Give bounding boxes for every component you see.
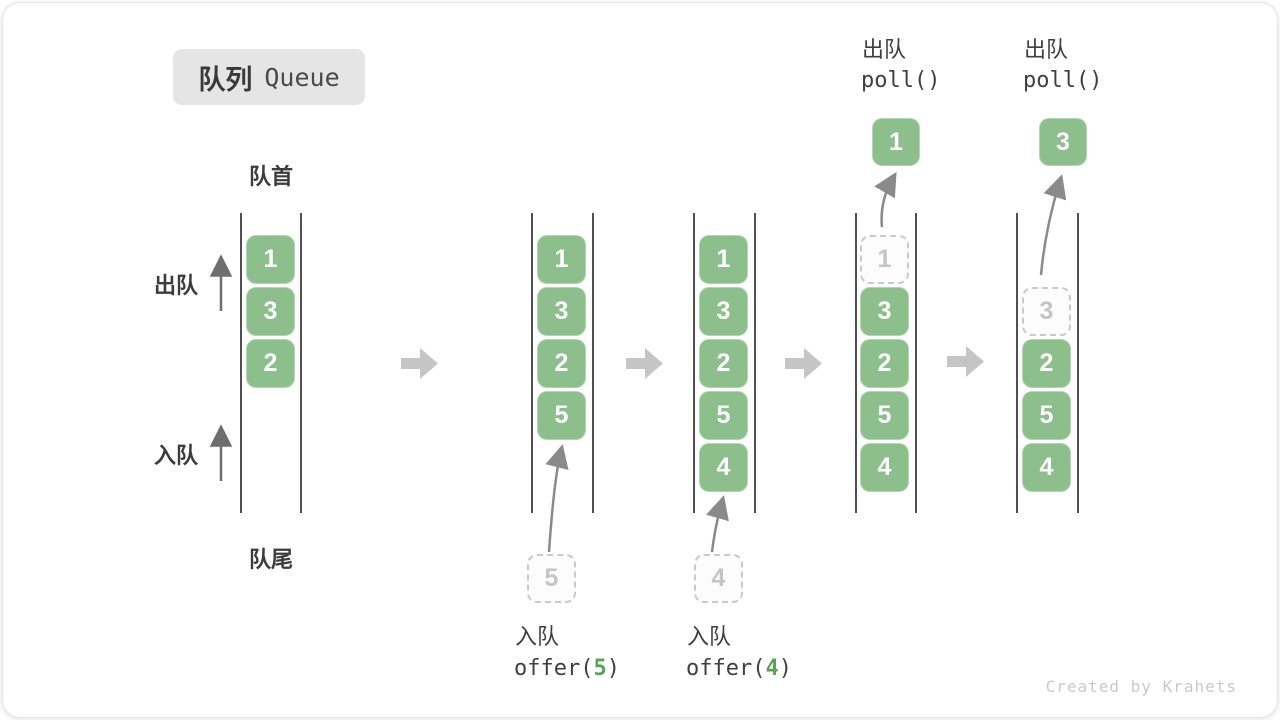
- step-arrow-icon: [626, 348, 663, 379]
- dequeue-arrow-icon: [874, 171, 897, 228]
- offer-call-arg: 4: [765, 656, 779, 681]
- queue-item: 2: [699, 339, 748, 388]
- offer-call-close: ): [606, 656, 620, 681]
- label-enqueue-op: 入队: [515, 624, 560, 649]
- enqueue-arrow-icon: [545, 444, 569, 553]
- queue-wall: [531, 213, 533, 513]
- queue-item: 1: [246, 235, 295, 284]
- queue-item-removed: 1: [860, 235, 909, 284]
- step-arrow-icon: [947, 346, 984, 377]
- label-dequeue-op: 出队: [1024, 37, 1069, 62]
- label-queue-front: 队首: [248, 164, 293, 189]
- label-poll-call: poll(): [861, 68, 941, 93]
- label-dequeue-side: 出队: [154, 273, 199, 298]
- queue-wall: [754, 213, 756, 513]
- queue-item: 5: [699, 391, 748, 440]
- step-arrow-icon: [401, 348, 438, 379]
- queue-item: 3: [699, 287, 748, 336]
- offer-call-open: offer(: [686, 656, 766, 681]
- queue-item: 2: [860, 339, 909, 388]
- queue-item: 5: [537, 391, 586, 440]
- title-en: Queue: [264, 62, 340, 92]
- queue-item: 4: [1022, 443, 1071, 492]
- queue-item: 5: [1022, 391, 1071, 440]
- queue-item: 4: [860, 443, 909, 492]
- queue-item-pending: 4: [694, 554, 743, 603]
- queue-wall: [1077, 213, 1079, 513]
- queue-wall: [693, 213, 695, 513]
- queue-wall: [915, 213, 917, 513]
- label-offer-call: offer(5): [514, 656, 620, 681]
- queue-item: 3: [246, 287, 295, 336]
- label-enqueue-op: 入队: [687, 624, 732, 649]
- title-badge: 队列 Queue: [173, 49, 365, 105]
- queue-item: 4: [699, 443, 748, 492]
- queue-item: 5: [860, 391, 909, 440]
- queue-wall: [1016, 213, 1018, 513]
- queue-item: 2: [537, 339, 586, 388]
- queue-item-removed: 3: [1022, 287, 1071, 336]
- enqueue-arrow-icon: [706, 495, 729, 553]
- offer-call-arg: 5: [593, 656, 607, 681]
- queue-wall: [592, 213, 594, 513]
- label-dequeue-op: 出队: [862, 37, 907, 62]
- queue-item: 2: [1022, 339, 1071, 388]
- label-queue-rear: 队尾: [248, 547, 293, 572]
- queue-item: 3: [537, 287, 586, 336]
- dequeue-arrow-icon: [1039, 174, 1067, 276]
- queue-item: 1: [699, 235, 748, 284]
- queue-item-pending: 5: [527, 554, 576, 603]
- label-enqueue-side: 入队: [154, 443, 199, 468]
- queue-wall: [240, 213, 242, 513]
- label-offer-call: offer(4): [686, 656, 792, 681]
- offer-call-open: offer(: [514, 656, 594, 681]
- queue-item: 2: [246, 339, 295, 388]
- popped-item: 1: [872, 118, 920, 166]
- popped-item: 3: [1039, 118, 1087, 166]
- offer-call-close: ): [778, 656, 792, 681]
- label-poll-call: poll(): [1023, 68, 1103, 93]
- queue-item: 1: [537, 235, 586, 284]
- title-cjk: 队列: [198, 64, 253, 95]
- queue-wall: [300, 213, 302, 513]
- queue-item: 3: [860, 287, 909, 336]
- arrows-overlay: [209, 171, 1067, 553]
- queue-wall: [855, 213, 857, 513]
- watermark-credit: Created by Krahets: [1045, 677, 1237, 696]
- step-arrow-icon: [785, 348, 822, 379]
